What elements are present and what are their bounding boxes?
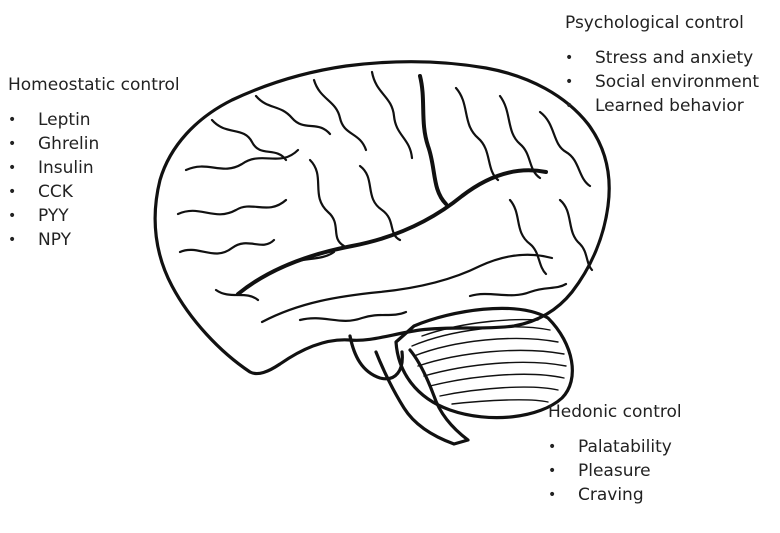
psychological-control-group: Psychological control • Stress and anxiet… (565, 12, 759, 118)
list-item-label: Craving (578, 485, 644, 505)
list-item: • Ghrelin (8, 132, 180, 156)
central-sulcus (420, 76, 446, 204)
bullet-icon: • (548, 459, 556, 483)
bullet-icon: • (565, 46, 573, 70)
list-item: • Learned behavior (565, 94, 759, 118)
list-item-label: Social environment (595, 72, 759, 92)
bullet-icon: • (565, 94, 573, 118)
list-item: • Craving (548, 483, 682, 507)
list-item: • CCK (8, 180, 180, 204)
list-item: • Insulin (8, 156, 180, 180)
bullet-icon: • (8, 108, 16, 132)
list-item: • NPY (8, 228, 180, 252)
bullet-icon: • (548, 483, 556, 507)
list-item: • Palatability (548, 435, 682, 459)
homeostatic-control-heading: Homeostatic control (8, 74, 180, 96)
hedonic-control-group: Hedonic control • Palatability • Pleasure … (548, 401, 682, 507)
hedonic-control-list: • Palatability • Pleasure • Craving (548, 435, 682, 507)
list-item-label: Insulin (38, 158, 94, 178)
psychological-control-list: •Stress and anxiety •Social environment … (565, 46, 759, 118)
bullet-icon: • (8, 228, 16, 252)
bullet-icon: • (8, 180, 16, 204)
list-item-label: CCK (38, 182, 73, 202)
list-item: • Pleasure (548, 459, 682, 483)
bullet-icon: • (8, 132, 16, 156)
list-item-label: Learned behavior (595, 96, 744, 116)
list-item-label: Pleasure (578, 461, 651, 481)
bullet-icon: • (548, 435, 556, 459)
cerebellum-folia (412, 320, 566, 404)
homeostatic-control-list: • Leptin • Ghrelin • Insulin • CCK • PYY • NPY (8, 108, 180, 252)
list-item-label: Ghrelin (38, 134, 99, 154)
homeostatic-control-group: Homeostatic control • Leptin • Ghrelin • In… (8, 74, 180, 252)
list-item-label: Stress and anxiety (595, 48, 753, 68)
list-item: • Stress and anxiety (565, 46, 759, 70)
list-item: • PYY (8, 204, 180, 228)
cerebrum-outline (155, 62, 609, 374)
bullet-icon: • (565, 70, 573, 94)
lateral-fissure (238, 170, 546, 294)
cerebral-gyri (178, 72, 592, 321)
list-item-label: PYY (38, 206, 69, 226)
list-item-label: NPY (38, 230, 71, 250)
psychological-control-heading: Psychological control (565, 12, 759, 34)
hedonic-control-heading: Hedonic control (548, 401, 682, 423)
bullet-icon: • (8, 204, 16, 228)
list-item-label: Palatability (578, 437, 672, 457)
list-item: • Leptin (8, 108, 180, 132)
list-item: • Social environment (565, 70, 759, 94)
bullet-icon: • (8, 156, 16, 180)
list-item-label: Leptin (38, 110, 91, 130)
